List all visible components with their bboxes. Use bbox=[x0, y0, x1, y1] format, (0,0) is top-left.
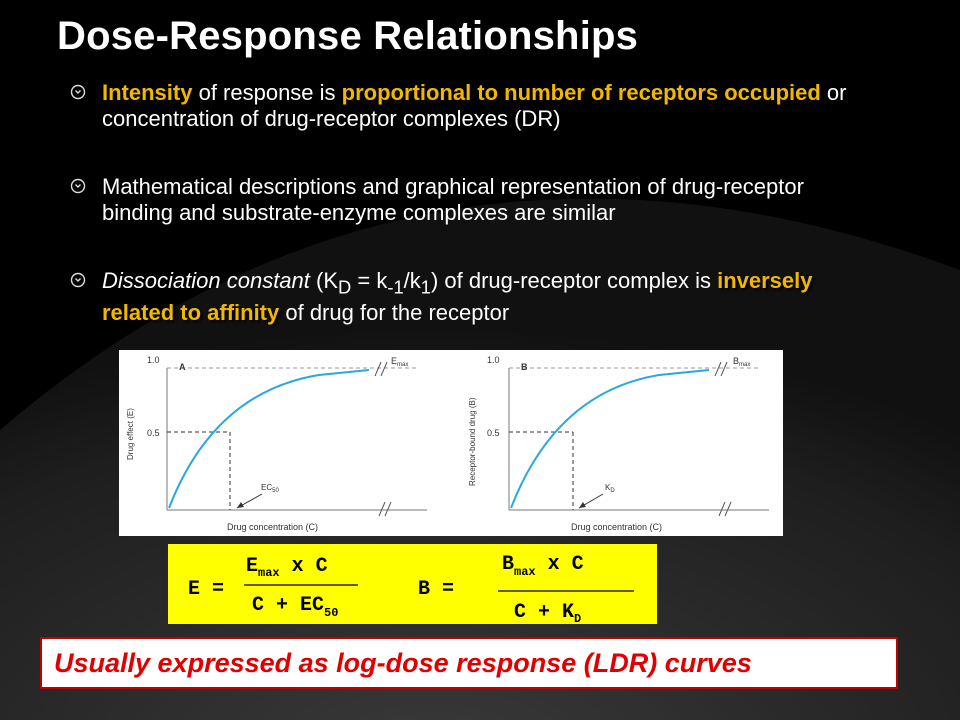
bullet-item: Dissociation constant (KD = k-1/k1) of d… bbox=[70, 268, 870, 326]
max-label: Bmax bbox=[733, 356, 750, 368]
point-label: EC50 bbox=[261, 483, 279, 494]
footer-text: Usually expressed as log-dose response (… bbox=[54, 648, 752, 678]
formula-lhs: B = bbox=[418, 578, 454, 601]
subscript: D bbox=[338, 276, 352, 298]
formula-denominator: C + KD bbox=[514, 601, 581, 624]
subscript: -1 bbox=[387, 276, 404, 298]
formula-box: E = Emax x C C + EC50 B = Bmax x C C + K… bbox=[168, 544, 657, 626]
highlight-text: Intensity bbox=[102, 80, 193, 105]
highlight-text: inversely related to affinity bbox=[102, 268, 813, 326]
formula-b: B = Bmax x C C + KD bbox=[418, 553, 634, 626]
circled-arrow-icon bbox=[70, 84, 86, 100]
circled-arrow-icon bbox=[70, 272, 86, 288]
bullet-text: of drug for the receptor bbox=[279, 300, 510, 326]
formula-denominator: C + EC50 bbox=[252, 594, 338, 620]
x-axis-label: Drug concentration (C) bbox=[571, 522, 662, 532]
bullet-item: Mathematical descriptions and graphical … bbox=[70, 174, 870, 226]
x-axis-label: Drug concentration (C) bbox=[227, 522, 318, 532]
panel-letter: A bbox=[179, 362, 186, 372]
bullet-item: Intensity of response is proportional to… bbox=[70, 80, 870, 132]
bullet-text: = k bbox=[351, 268, 388, 293]
bullet-list: Intensity of response is proportional to… bbox=[70, 80, 870, 368]
formula-numerator: Emax x C bbox=[246, 555, 328, 580]
panel-a: A 1.0 0.5 Drug effect (E) Drug concentra… bbox=[126, 355, 427, 532]
formula-e: E = Emax x C C + EC50 bbox=[188, 555, 358, 620]
figure-panel: A 1.0 0.5 Drug effect (E) Drug concentra… bbox=[119, 350, 783, 536]
formula-lhs: E = bbox=[188, 578, 224, 601]
point-label: KD bbox=[605, 483, 615, 494]
bullet-text: of response is bbox=[192, 80, 342, 105]
panel-b: B 1.0 0.5 Receptor-bound drug (B) Drug c… bbox=[468, 355, 769, 532]
footer-callout: Usually expressed as log-dose response (… bbox=[40, 637, 898, 689]
y-tick-label: 1.0 bbox=[487, 355, 500, 365]
y-tick-label: 0.5 bbox=[147, 428, 160, 438]
bullet-text: ) of drug-receptor complex is bbox=[430, 268, 718, 293]
bullet-text: (K bbox=[309, 268, 339, 293]
y-tick-label: 0.5 bbox=[487, 428, 500, 438]
bullet-text: Mathematical descriptions and graphical … bbox=[102, 174, 804, 225]
y-tick-label: 1.0 bbox=[147, 355, 160, 365]
formula-numerator: Bmax x C bbox=[502, 553, 584, 579]
italic-text: Dissociation constant bbox=[102, 268, 310, 293]
y-axis-label: Drug effect (E) bbox=[126, 408, 135, 460]
circled-arrow-icon bbox=[70, 178, 86, 194]
max-label: Emax bbox=[391, 356, 408, 368]
bullet-text: or concentration of drug-receptor comple… bbox=[102, 80, 847, 131]
highlight-text: proportional to number of receptors occu… bbox=[341, 80, 821, 105]
slide-title: Dose-Response Relationships bbox=[57, 14, 639, 58]
subscript: 1 bbox=[420, 276, 431, 298]
y-axis-label: Receptor-bound drug (B) bbox=[468, 397, 477, 486]
bullet-text: /k bbox=[403, 268, 421, 293]
panel-letter: B bbox=[521, 362, 528, 372]
